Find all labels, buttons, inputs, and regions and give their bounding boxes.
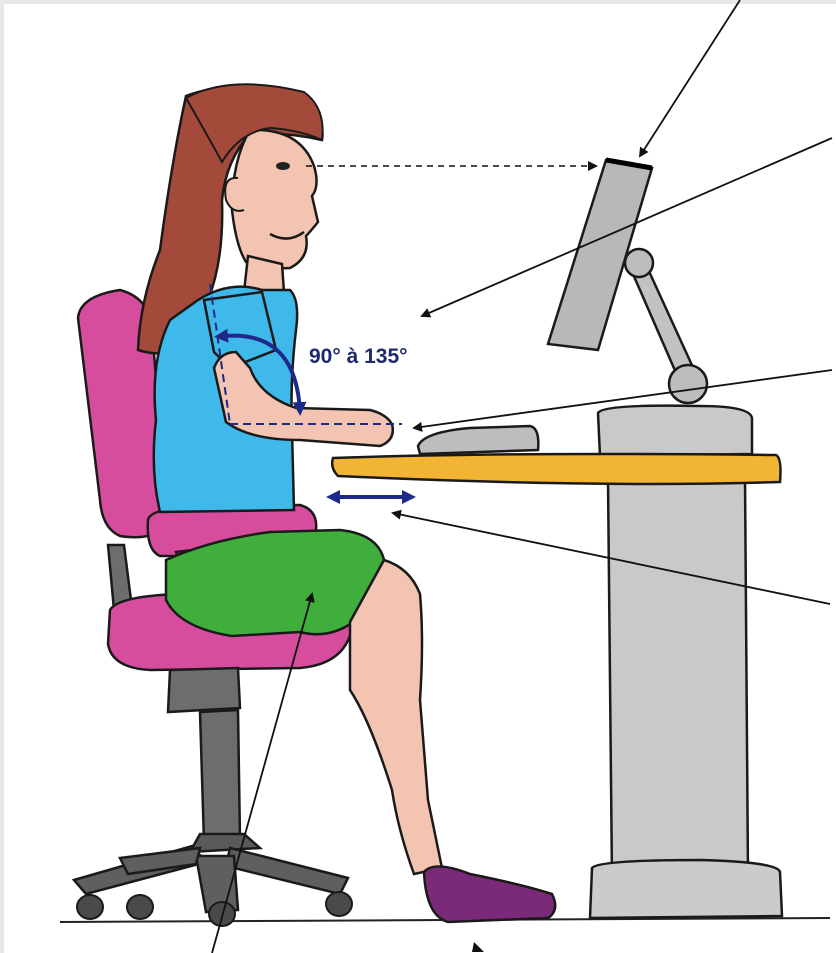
monitor bbox=[548, 160, 707, 403]
keyboard bbox=[418, 426, 538, 454]
woman bbox=[138, 84, 555, 922]
bottom-arrow-tip bbox=[472, 942, 484, 952]
elbow-angle-label: 90° à 135° bbox=[309, 345, 408, 369]
